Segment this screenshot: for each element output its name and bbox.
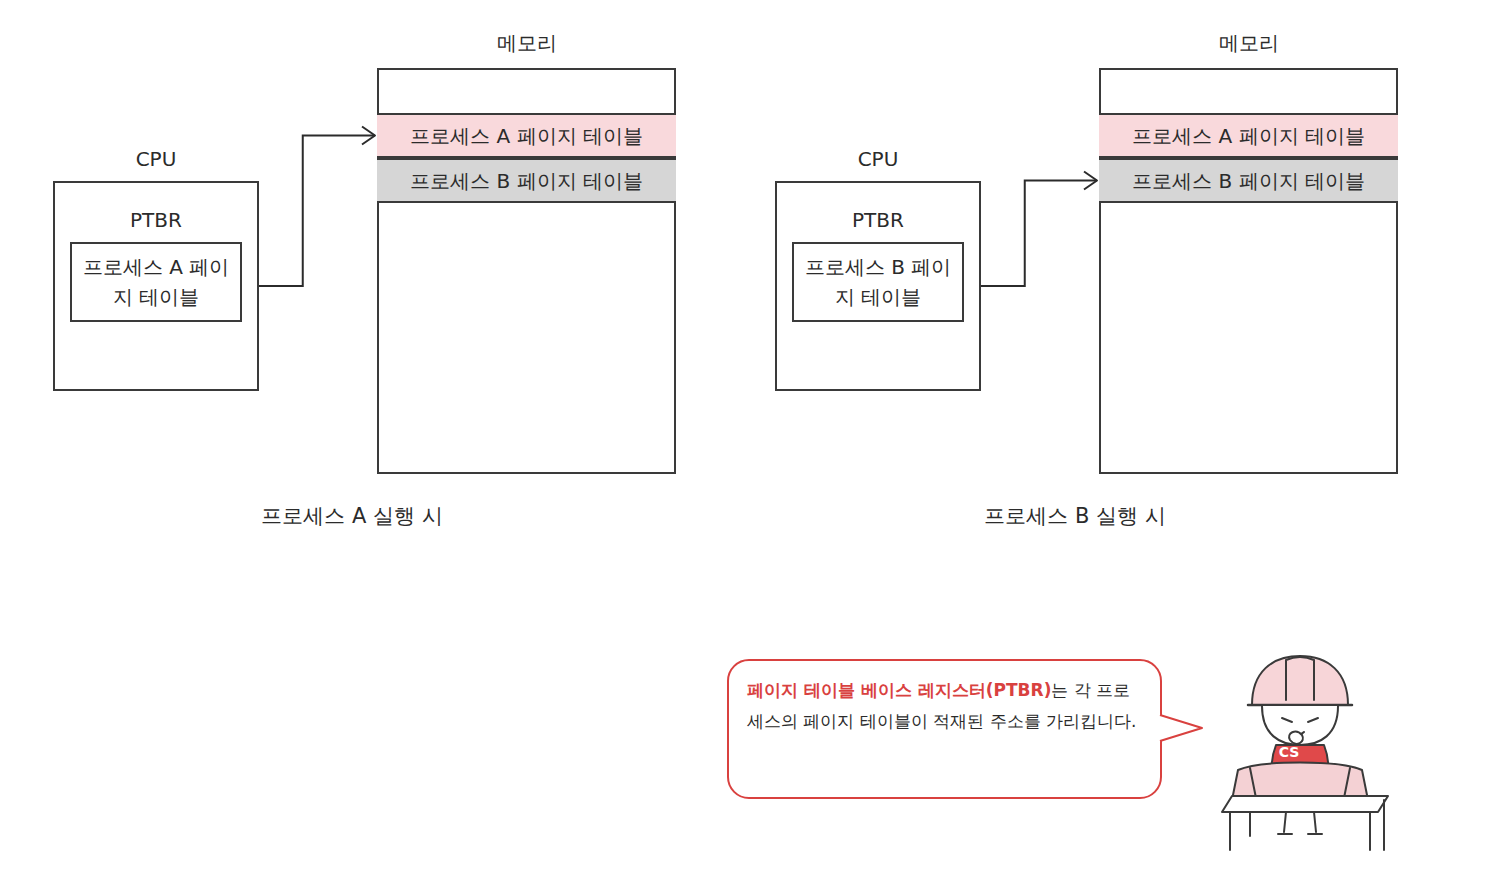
page-table-band: 프로세스 A 페이지 테이블 [377, 113, 676, 158]
register-value: 프로세스 A 페이지 테이블 [80, 252, 232, 312]
cpu-title: CPU [55, 147, 257, 171]
memory-title: 메모리 [1101, 30, 1396, 57]
callout-text: 페이지 테이블 베이스 레지스터(PTBR)는 각 프로세스의 페이지 테이블이… [747, 675, 1142, 738]
register-name: PTBR [794, 208, 962, 232]
memory-box: 메모리프로세스 A 페이지 테이블프로세스 B 페이지 테이블 [377, 68, 676, 474]
caption-label: 프로세스 A 실행 시 [261, 502, 442, 530]
band-text: 프로세스 B 페이지 테이블 [1132, 166, 1365, 196]
page-table-band: 프로세스 A 페이지 테이블 [1099, 113, 1398, 158]
register-name: PTBR [72, 208, 240, 232]
speech-bubble: 페이지 테이블 베이스 레지스터(PTBR)는 각 프로세스의 페이지 테이블이… [727, 659, 1162, 799]
ptbr-register: PTBR프로세스 A 페이지 테이블 [70, 242, 242, 322]
band-text: 프로세스 A 페이지 테이블 [1132, 121, 1365, 151]
callout-term: 페이지 테이블 베이스 레지스터(PTBR) [747, 680, 1051, 700]
pointer-arrow [964, 172, 1097, 287]
caption-label: 프로세스 B 실행 시 [984, 502, 1165, 530]
cpu-box: CPUPTBR프로세스 A 페이지 테이블 [53, 181, 259, 391]
speech-bubble-tail [1158, 712, 1208, 746]
shirt-logo: CS [1279, 744, 1300, 760]
page-table-band: 프로세스 B 페이지 테이블 [377, 158, 676, 203]
pointer-arrow [242, 127, 375, 287]
cpu-title: CPU [777, 147, 979, 171]
memory-box: 메모리프로세스 A 페이지 테이블프로세스 B 페이지 테이블 [1099, 68, 1398, 474]
cpu-box: CPUPTBR프로세스 B 페이지 테이블 [775, 181, 981, 391]
band-text: 프로세스 B 페이지 테이블 [410, 166, 643, 196]
memory-title: 메모리 [379, 30, 674, 57]
ptbr-register: PTBR프로세스 B 페이지 테이블 [792, 242, 964, 322]
band-text: 프로세스 A 페이지 테이블 [410, 121, 643, 151]
page-table-band: 프로세스 B 페이지 테이블 [1099, 158, 1398, 203]
register-value: 프로세스 B 페이지 테이블 [802, 252, 954, 312]
